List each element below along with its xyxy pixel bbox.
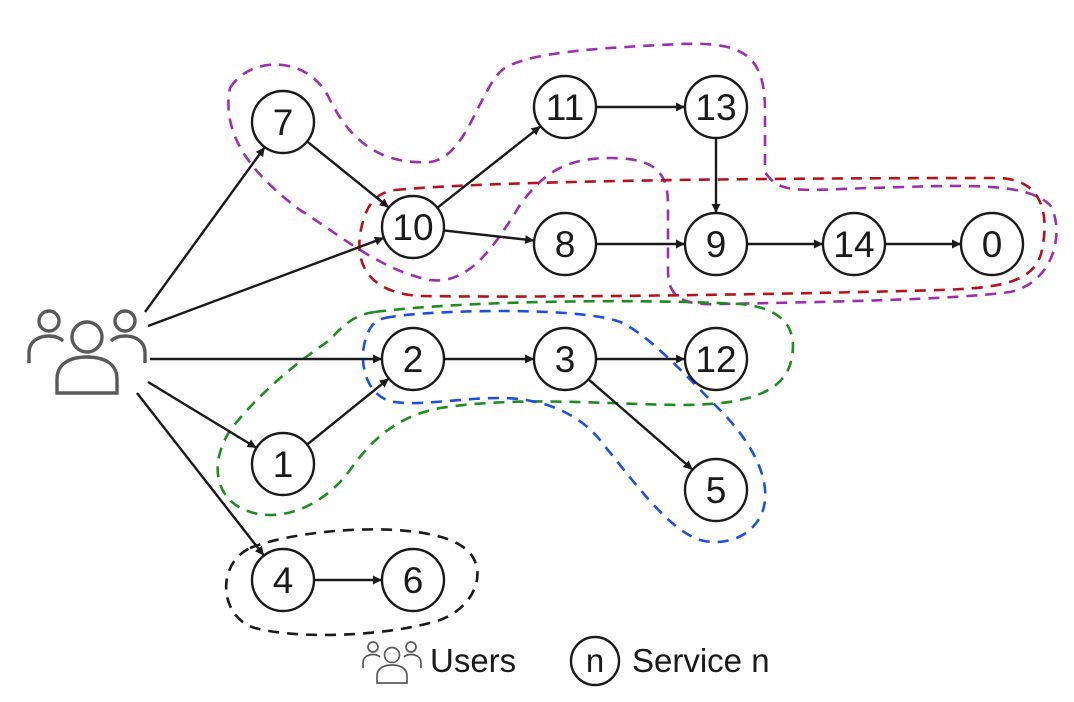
legend-service-circle — [569, 635, 621, 687]
service-node-circle — [380, 326, 446, 392]
group-red-outline — [358, 176, 1046, 298]
service-node-circle — [250, 89, 316, 155]
group-blue-outline — [361, 309, 767, 544]
users-icon — [27, 309, 147, 395]
service-node-10: 10 — [380, 194, 446, 260]
group-purple-outline — [227, 42, 1058, 306]
service-node-label: 7 — [273, 102, 294, 143]
service-node-circle — [250, 431, 316, 497]
legend-users-icon — [362, 641, 422, 684]
service-node-7: 7 — [250, 89, 316, 155]
legend: Users n Service n — [362, 635, 770, 687]
edges — [136, 102, 961, 585]
service-node-circle — [250, 547, 316, 613]
edge-3-to-5 — [587, 378, 693, 470]
service-groups — [216, 42, 1058, 637]
service-node-label: 6 — [403, 560, 424, 601]
service-node-circle — [532, 74, 598, 140]
service-node-14: 14 — [821, 211, 887, 277]
service-node-label: 9 — [706, 224, 727, 265]
group-green-outline — [216, 299, 795, 517]
service-node-0: 0 — [959, 211, 1025, 277]
service-node-circle — [532, 211, 598, 277]
edge-users-to-1 — [147, 380, 257, 449]
service-node-label: 13 — [695, 87, 736, 128]
service-node-label: 4 — [273, 560, 294, 601]
service-node-label: 11 — [546, 87, 584, 128]
service-node-13: 13 — [683, 74, 749, 140]
service-node-circle — [683, 74, 749, 140]
legend-service-symbol: n — [586, 642, 604, 679]
edge-7-to-10 — [306, 140, 389, 208]
service-node-label: 3 — [555, 339, 576, 380]
service-node-label: 2 — [403, 339, 424, 380]
service-node-3: 3 — [532, 326, 598, 392]
service-node-label: 10 — [392, 207, 433, 248]
service-node-label: 1 — [273, 444, 294, 485]
service-node-circle — [683, 457, 749, 523]
edge-users-to-7 — [144, 147, 266, 313]
service-node-label: 5 — [706, 470, 727, 511]
service-node-circle — [532, 326, 598, 392]
edge-users-to-10 — [147, 236, 384, 328]
service-node-circle — [683, 326, 749, 392]
service-node-circle — [683, 211, 749, 277]
service-node-12: 12 — [683, 326, 749, 392]
legend-users-label: Users — [430, 642, 516, 679]
service-node-9: 9 — [683, 211, 749, 277]
edge-10-to-11 — [436, 125, 541, 209]
service-node-label: 8 — [555, 224, 576, 265]
service-node-circle — [821, 211, 887, 277]
service-node-4: 4 — [250, 547, 316, 613]
service-node-11: 11 — [532, 74, 598, 140]
service-node-1: 1 — [250, 431, 316, 497]
edge-users-to-4 — [136, 392, 265, 556]
service-node-label: 12 — [695, 339, 736, 380]
service-node-6: 6 — [380, 547, 446, 613]
service-node-circle — [380, 547, 446, 613]
service-node-label: 0 — [982, 224, 1003, 265]
group-black-outline — [224, 528, 479, 637]
service-node-circle — [380, 194, 446, 260]
edge-10-to-8 — [443, 229, 535, 245]
edge-1-to-2 — [306, 378, 389, 446]
service-node-8: 8 — [532, 211, 598, 277]
legend-service-label: Service n — [632, 642, 770, 679]
service-node-circle — [959, 211, 1025, 277]
service-node-label: 14 — [833, 224, 874, 265]
service-node-2: 2 — [380, 326, 446, 392]
service-node-5: 5 — [683, 457, 749, 523]
